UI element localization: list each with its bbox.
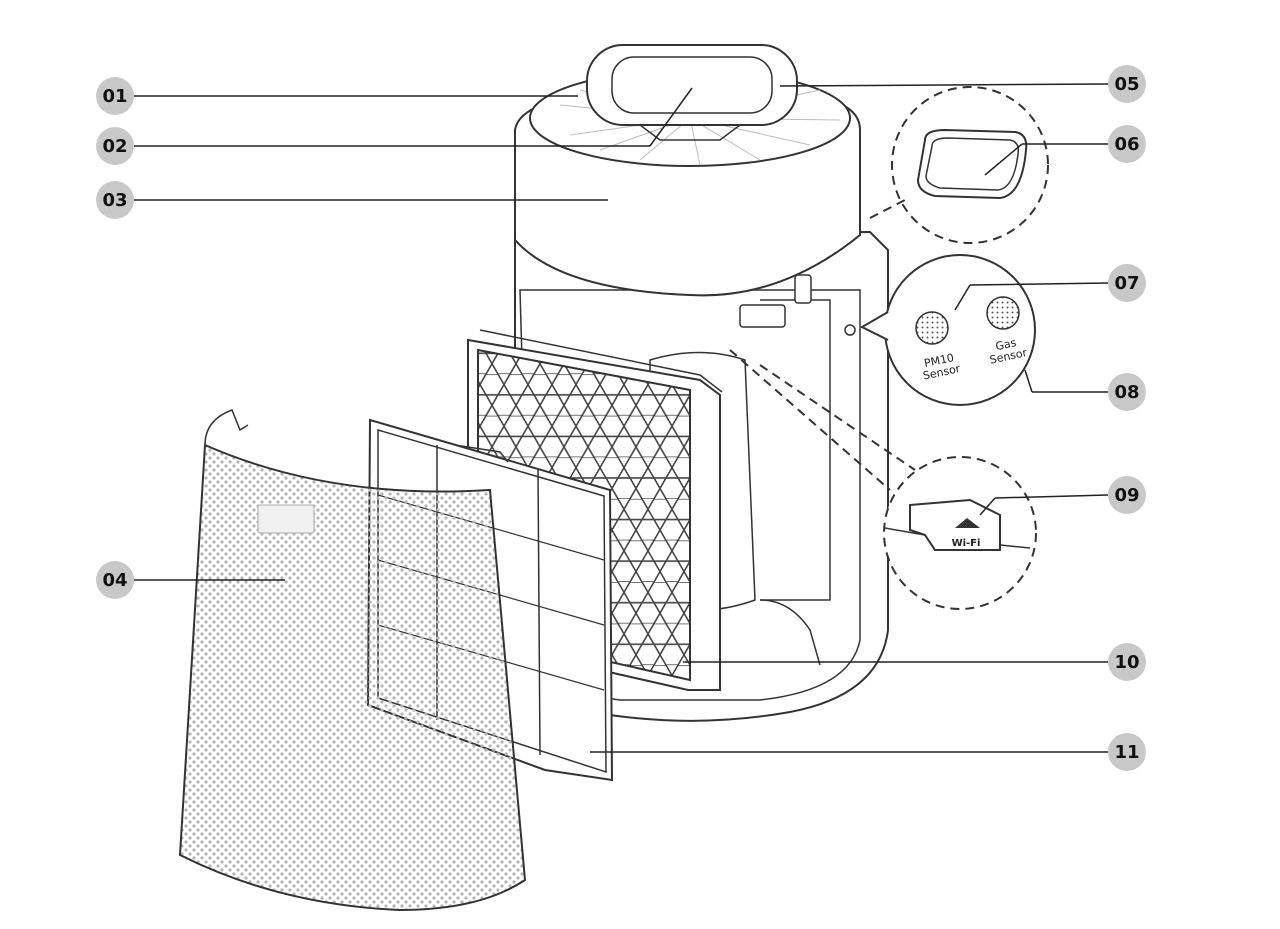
- callout-badge-circle: [96, 127, 134, 165]
- wifi-detail: Wi-Fi: [729, 349, 1037, 610]
- callout-number: 07: [1114, 273, 1139, 294]
- callout-badge-circle: [1108, 125, 1146, 163]
- callout-badge-circle: [1108, 733, 1146, 771]
- callout-badge-circle: [96, 561, 134, 599]
- callout-number: 04: [102, 570, 127, 591]
- callout-number: 08: [1114, 382, 1139, 403]
- callout-badge-circle: [1108, 65, 1146, 103]
- callout-06: 06: [1108, 125, 1146, 163]
- callout-number: 09: [1114, 485, 1139, 506]
- callout-badge-circle: [96, 181, 134, 219]
- callout-badge-circle: [96, 77, 134, 115]
- gas-label-line1: Gas: [994, 336, 1018, 353]
- callout-11: 11: [1108, 733, 1146, 771]
- callout-08: 08: [1108, 373, 1146, 411]
- callout-badge-circle: [1108, 476, 1146, 514]
- pm10-sensor-icon: [915, 311, 949, 345]
- callout-number: 01: [102, 86, 127, 107]
- callout-05: 05: [1108, 65, 1146, 103]
- wifi-label: Wi-Fi: [952, 538, 981, 549]
- leader-lines: [134, 83, 1109, 753]
- callout-04: 04: [96, 561, 134, 599]
- callout-badge-circle: [1108, 643, 1146, 681]
- callout-badge-circle: [1108, 373, 1146, 411]
- sensor-detail: PM10 Sensor Gas Sensor: [859, 254, 1036, 406]
- callout-01: 01: [96, 77, 134, 115]
- handle-detail: [869, 86, 1049, 244]
- callout-09: 09: [1108, 476, 1146, 514]
- callout-number: 05: [1114, 74, 1139, 95]
- callout-07: 07: [1108, 264, 1146, 302]
- callout-number: 03: [102, 190, 127, 211]
- front-cover: [178, 409, 527, 912]
- callout-10: 10: [1108, 643, 1146, 681]
- callout-02: 02: [96, 127, 134, 165]
- callout-number: 11: [1114, 742, 1139, 763]
- callout-03: 03: [96, 181, 134, 219]
- callout-number: 06: [1114, 134, 1139, 155]
- gas-sensor-icon: [986, 296, 1020, 330]
- callout-badge-circle: [1108, 264, 1146, 302]
- callout-number: 02: [102, 136, 127, 157]
- pm10-label-line1: PM10: [923, 351, 955, 370]
- callout-number: 10: [1114, 652, 1139, 673]
- callout-badges: 01 02 03 04 05 06 07 08 09 10 11: [96, 65, 1146, 771]
- wifi-icon: [955, 518, 980, 528]
